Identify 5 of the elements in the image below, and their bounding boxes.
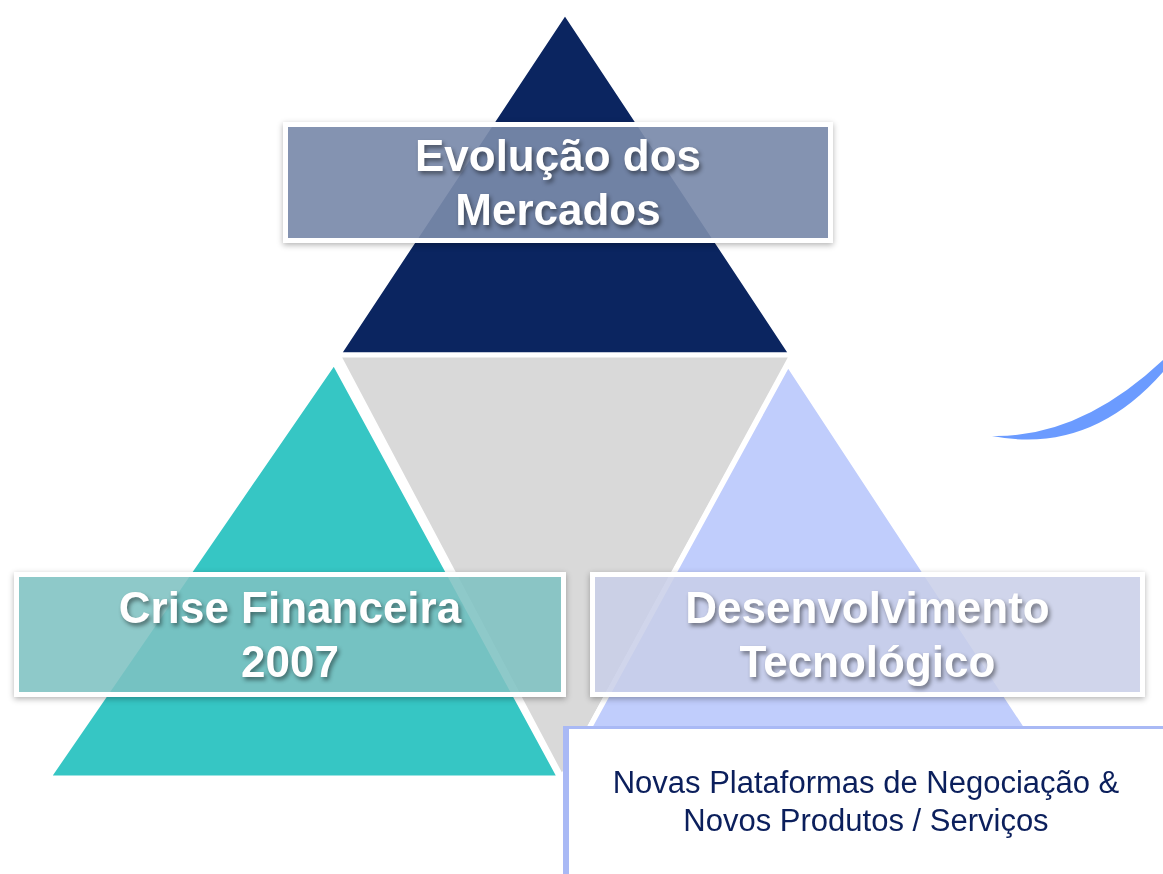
heading-text: Crise Financeira 2007 <box>117 581 463 688</box>
heading-text: Desenvolvimento Tecnológico <box>684 581 1051 688</box>
heading-text: Evolução dos Mercados <box>413 129 703 236</box>
note-box <box>563 726 1163 874</box>
note-text: Novas Plataformas de Negociação & Novos Produtos / Serviços <box>611 763 1121 840</box>
